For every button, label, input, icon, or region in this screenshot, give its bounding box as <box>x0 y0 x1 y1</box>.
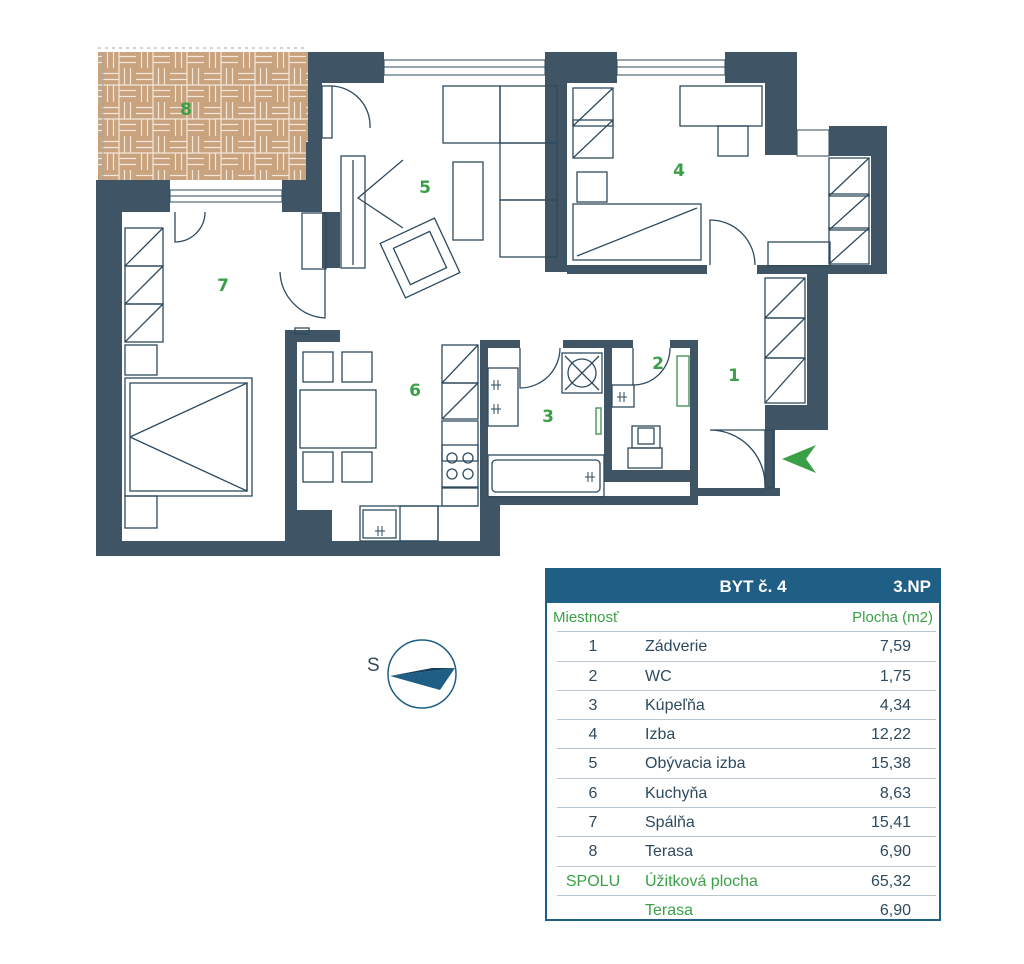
room-number-4: 4 <box>673 161 685 181</box>
table-row: 4 Izba 12,22 <box>547 720 939 750</box>
apartment-title: BYT č. 4 <box>719 577 787 596</box>
entrance-arrow-icon <box>782 445 816 473</box>
room-name: Terasa <box>645 843 694 861</box>
total-row: SPOLU Úžitková plocha 65,32 <box>547 867 939 896</box>
terrace-total-name: Terasa <box>645 901 694 919</box>
room-name: Kuchyňa <box>645 784 708 802</box>
room-num: 5 <box>588 755 598 773</box>
room-area: 15,38 <box>870 755 911 773</box>
table-row: 3 Kúpeľňa 4,34 <box>547 691 939 721</box>
room-name: Zádverie <box>645 638 708 656</box>
table-header: BYT č. 4 3.NP <box>547 570 939 603</box>
total-name: Úžitková plocha <box>645 872 758 890</box>
room-num: 7 <box>588 814 598 832</box>
terrace-floor <box>98 52 308 180</box>
room-name: Obývacia izba <box>645 755 746 773</box>
room-num: 3 <box>588 696 598 714</box>
room-area-table: BYT č. 4 3.NP Miestnosť Plocha (m2) 1 Zád… <box>545 568 941 921</box>
room-name: Spálňa <box>645 814 695 832</box>
room-num: 2 <box>588 667 598 685</box>
room-name: WC <box>645 667 672 685</box>
terrace-total-area: 6,90 <box>879 901 911 919</box>
column-header-row: Miestnosť Plocha (m2) <box>547 603 939 633</box>
total-area: 65,32 <box>870 872 911 890</box>
col-area-header: Plocha (m2) <box>852 609 933 626</box>
col-room-header: Miestnosť <box>553 609 619 626</box>
table-row: 8 Terasa 6,90 <box>547 837 939 867</box>
room-number-3: 3 <box>542 407 554 427</box>
room-number-6: 6 <box>409 381 421 401</box>
room-num: 6 <box>588 784 598 802</box>
room-number-1: 1 <box>728 366 740 386</box>
table-row: 6 Kuchyňa 8,63 <box>547 779 939 809</box>
table-row: 1 Zádverie 7,59 <box>547 632 939 662</box>
room-number-8: 8 <box>180 100 192 120</box>
floor-label: 3.NP <box>893 577 931 596</box>
compass-label: S <box>367 655 380 676</box>
walls <box>96 52 887 556</box>
room-num: 4 <box>588 726 598 744</box>
windows <box>169 59 830 203</box>
total-label: SPOLU <box>565 872 621 890</box>
furniture <box>124 85 870 542</box>
room-num: 8 <box>588 843 598 861</box>
room-name: Izba <box>645 726 676 744</box>
table-row: 5 Obývacia izba 15,38 <box>547 749 939 779</box>
room-area: 8,63 <box>879 784 911 802</box>
north-arrow-icon <box>387 639 457 709</box>
terrace-total-row: Terasa 6,90 <box>547 896 939 925</box>
room-area: 1,75 <box>879 667 911 685</box>
room-number-7: 7 <box>217 276 229 296</box>
room-area: 15,41 <box>870 814 911 832</box>
room-number-2: 2 <box>652 354 664 374</box>
table-row: 2 WC 1,75 <box>547 662 939 691</box>
room-num: 1 <box>588 638 598 656</box>
room-area: 4,34 <box>879 696 911 714</box>
room-area: 12,22 <box>870 726 911 744</box>
room-area: 6,90 <box>879 843 911 861</box>
table-row: 7 Spálňa 15,41 <box>547 808 939 838</box>
room-number-5: 5 <box>419 178 431 198</box>
room-area: 7,59 <box>879 638 911 656</box>
room-name: Kúpeľňa <box>645 696 705 714</box>
pipe-marks <box>375 380 627 536</box>
